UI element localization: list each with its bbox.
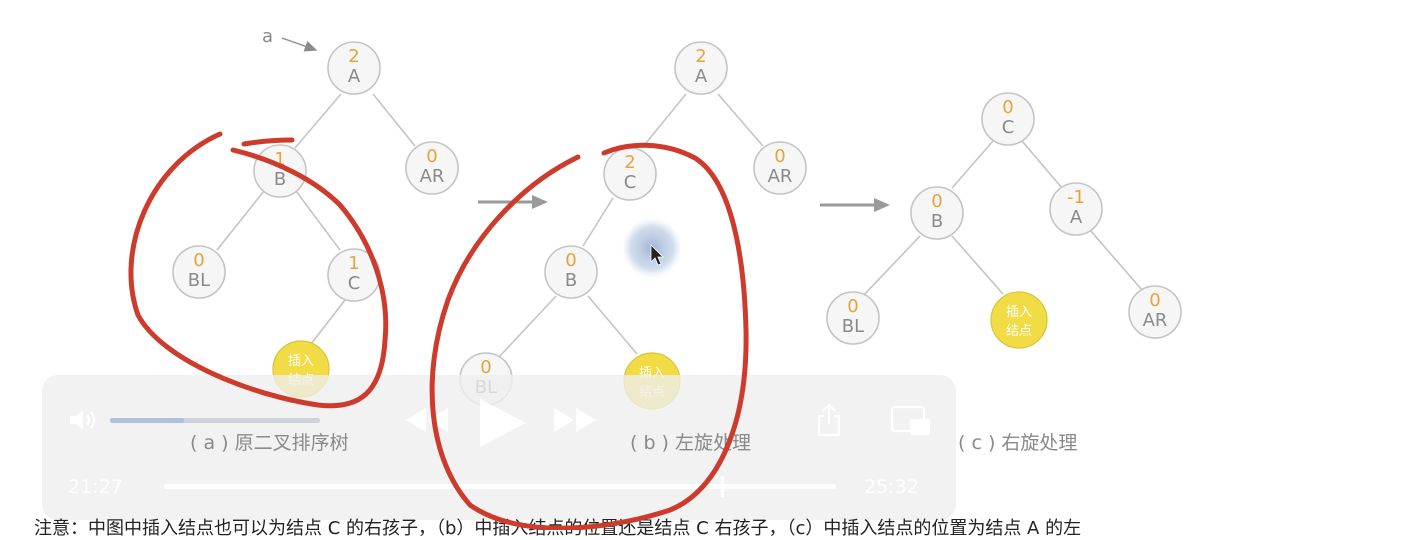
node-label: AR: [768, 166, 793, 187]
caption-b: ( b ) 左旋处理: [630, 432, 752, 454]
node-label: A: [348, 66, 361, 87]
node-a-BL: 0 BL: [172, 245, 226, 299]
balance-factor: 2: [624, 152, 635, 173]
play-icon[interactable]: [474, 395, 530, 451]
insert-label-line1: 插入: [1006, 305, 1032, 320]
balance-factor: 1: [274, 149, 285, 170]
node-label: C: [624, 172, 637, 193]
volume-icon[interactable]: [68, 407, 102, 433]
video-player-controls[interactable]: 21:27 25:32: [42, 375, 956, 520]
node-a-C: 1 C: [327, 248, 381, 302]
node-c-A: -1 A: [1049, 182, 1103, 236]
playback-progress-bar[interactable]: [164, 476, 836, 497]
annotation-arrow: [281, 37, 318, 52]
node-c-C: 0 C: [981, 92, 1035, 146]
balance-factor: 0: [565, 250, 576, 271]
node-label: A: [695, 66, 708, 87]
balance-factor: 2: [348, 46, 359, 67]
caption-a: ( a ) 原二叉排序树: [190, 432, 349, 454]
node-label: B: [274, 169, 286, 190]
playback-progress-fill: [164, 484, 722, 489]
balance-factor: 0: [1002, 97, 1013, 118]
transition-arrow-1: [478, 195, 548, 209]
transition-arrow-2: [820, 198, 890, 212]
balance-factor: 0: [847, 296, 858, 317]
explanation-text: 注意：中图中插入结点也可以为结点 C 的右孩子，（b）中插入结点的位置还是结点 …: [34, 518, 1082, 539]
balance-factor: 1: [348, 253, 359, 274]
node-a-AR: 0 AR: [405, 141, 459, 195]
tree-a-edges: [216, 93, 416, 345]
balance-factor: 2: [695, 46, 706, 67]
node-b-A: 2 A: [674, 41, 728, 95]
elapsed-time: 21:27: [68, 476, 123, 498]
share-icon[interactable]: [816, 403, 842, 437]
node-c-B: 0 B: [910, 186, 964, 240]
annotation-label: a: [262, 26, 274, 47]
fast-forward-icon[interactable]: [552, 405, 598, 435]
balance-factor: -1: [1067, 187, 1085, 208]
balance-factor: 0: [1149, 290, 1160, 311]
rewind-icon[interactable]: [404, 405, 450, 435]
node-a-A: 2 A: [327, 41, 381, 95]
volume-slider-fill: [110, 418, 184, 423]
insert-label-line2: 结点: [1006, 324, 1032, 339]
balance-factor: 0: [426, 146, 437, 167]
node-label: B: [565, 270, 577, 291]
node-b-AR: 0 AR: [753, 141, 807, 195]
node-label: C: [348, 273, 361, 294]
node-label: AR: [420, 166, 445, 187]
node-label: AR: [1143, 310, 1168, 331]
balance-factor: 0: [774, 146, 785, 167]
node-label: B: [931, 211, 943, 232]
node-label: A: [1070, 207, 1083, 228]
playback-scrubber-handle[interactable]: [720, 476, 724, 497]
node-b-C: 2 C: [603, 147, 657, 201]
caption-c: ( c ) 右旋处理: [958, 432, 1078, 454]
balance-factor: 0: [193, 250, 204, 271]
node-label: BL: [188, 270, 210, 291]
remaining-time: 25:32: [864, 476, 919, 498]
cursor-highlight: [622, 218, 682, 278]
balance-factor: 0: [931, 191, 942, 212]
tree-b-edges: [499, 93, 764, 357]
node-c-AR: 0 AR: [1128, 285, 1182, 339]
tree-c-edges: [861, 140, 1143, 298]
node-label: C: [1002, 117, 1015, 138]
node-b-B: 0 B: [544, 245, 598, 299]
volume-slider[interactable]: [110, 418, 320, 423]
node-label: BL: [842, 316, 864, 337]
node-a-B: 1 B: [253, 144, 307, 198]
picture-in-picture-icon[interactable]: [890, 405, 932, 437]
node-c-insert: 插入 结点: [990, 291, 1048, 349]
node-c-BL: 0 BL: [826, 291, 880, 345]
insert-label-line1: 插入: [288, 354, 314, 369]
